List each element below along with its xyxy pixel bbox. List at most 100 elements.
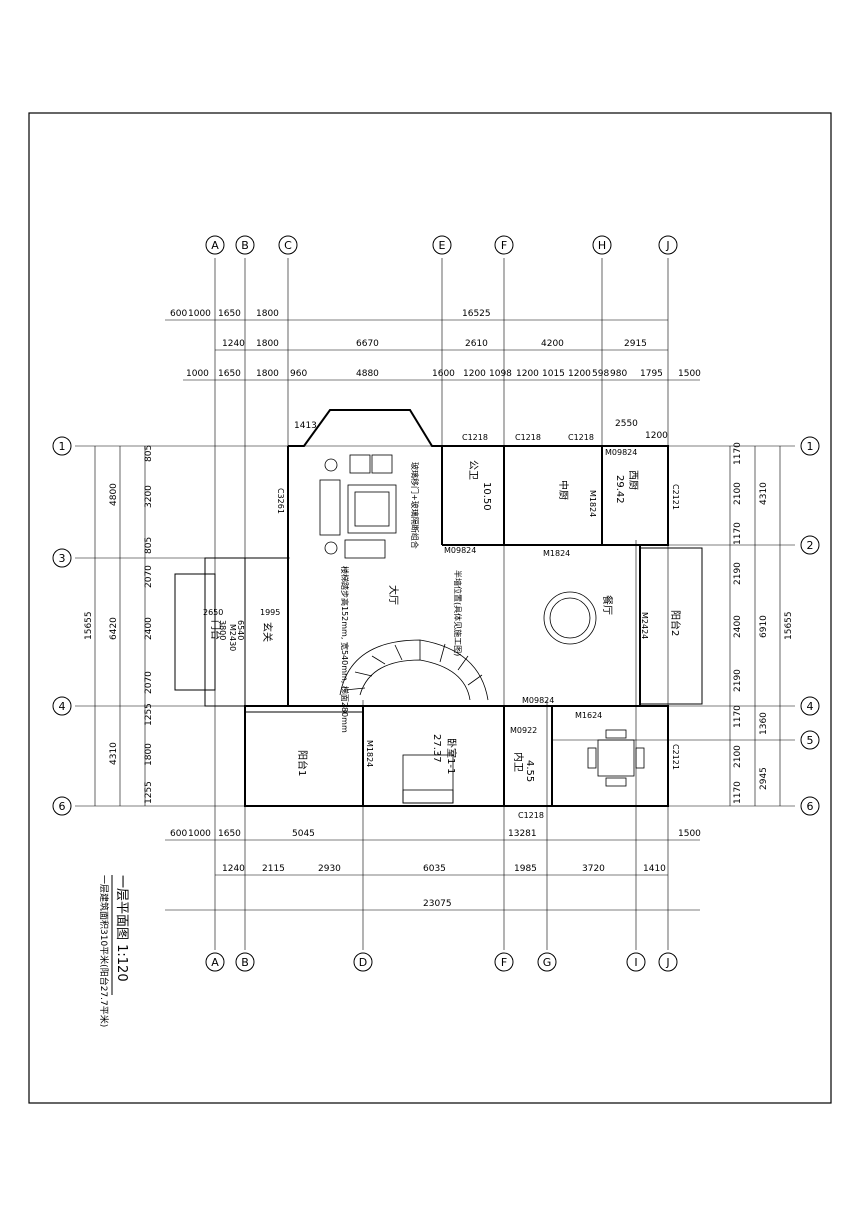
door-code: C1218 (462, 433, 488, 442)
dim-text: 2190 (733, 669, 743, 692)
dim-text: 2115 (262, 864, 285, 874)
dim-text: 598 (592, 369, 609, 379)
dim-text: 2400 (733, 615, 743, 638)
note-stair: 楼梯踏步高152mm, 宽540mm, 梯面280mm (340, 566, 350, 733)
dining-set-right (587, 729, 645, 787)
dim-text: 4800 (109, 483, 119, 506)
dimension-text-top: 600 1000 1650 1800 16525 1240 1800 6670 … (170, 309, 701, 441)
dim-text: 1360 (759, 712, 769, 735)
room-label-entry: 玄关 (261, 622, 274, 642)
dim-text: 805 (144, 537, 154, 554)
door-code: M1824 (365, 740, 374, 767)
dimension-text-bottom: 600 1000 1650 5045 13281 1500 1240 2115 … (170, 829, 701, 909)
axis-label-bottom: D (359, 956, 367, 969)
porch-depth: 3800 (218, 620, 227, 640)
window-code: C2121 (671, 484, 680, 510)
dim-text: 1098 (489, 369, 512, 379)
dim-text: 1800 (256, 369, 279, 379)
dim-text: 1170 (733, 781, 743, 804)
dim-text: 1410 (643, 864, 666, 874)
dim-text: 6420 (109, 617, 119, 640)
dim-text: 2190 (733, 562, 743, 585)
axis-label-right: 4 (807, 700, 814, 713)
dimension-lines-bottom (165, 839, 700, 911)
dim-text: 1650 (218, 369, 241, 379)
spiral-staircase (339, 639, 489, 701)
dim-text: 2400 (144, 617, 154, 640)
dim-text: 1200 (516, 369, 539, 379)
axis-label-top: A (211, 239, 219, 252)
dim-text: 4310 (759, 482, 769, 505)
dim-text: 1170 (733, 705, 743, 728)
dim-text: 1600 (432, 369, 455, 379)
room-label-porch: 门台 (209, 620, 222, 640)
axis-label-top: J (665, 239, 669, 252)
note-glass-door: 玻璃移门+玻璃隔断组合 (410, 462, 420, 549)
dim-text: 5045 (292, 829, 315, 839)
dim-text: 2070 (144, 671, 154, 694)
dim-text: 1200 (645, 431, 668, 441)
dining-table (543, 591, 597, 645)
dim-text: 1650 (218, 309, 241, 319)
axis-label-left: 1 (59, 440, 66, 453)
room-label-public-wc: 公卫 (467, 460, 478, 480)
dimension-text-right: 1170 2100 1170 2190 2400 2190 1170 2100 … (733, 442, 794, 804)
dim-text: 16525 (462, 309, 491, 319)
dim-text: 1255 (144, 781, 154, 804)
axis-label-left: 6 (59, 800, 66, 813)
dim-text: 6035 (423, 864, 446, 874)
room-label-dining: 餐厅 (601, 595, 614, 615)
axis-label-bottom: G (543, 956, 552, 969)
room-label-balcony2: 阳台2 (669, 610, 682, 636)
note-half-height: 半墙位置(具体见施工图) (453, 570, 463, 656)
public-wc-area: 10.50 (481, 482, 492, 511)
dim-text: 1255 (144, 703, 154, 726)
dim-text: 1200 (463, 369, 486, 379)
axis-label-right: 2 (807, 539, 814, 552)
door-code: M09824 (605, 448, 637, 457)
door-code: C3261 (276, 488, 285, 514)
axis-label-bottom: F (501, 956, 507, 969)
dim-text: 4200 (541, 339, 564, 349)
dim-text: 2945 (759, 767, 769, 790)
axis-label-bottom: J (665, 956, 669, 969)
porch-structure (174, 557, 289, 707)
dim-text: 1170 (733, 522, 743, 545)
axis-label-right: 5 (807, 734, 814, 747)
porch-depth-2: 6540 (236, 620, 245, 640)
door-code: C1218 (568, 433, 594, 442)
drawing-title: 一层平面图 1:120 (114, 875, 129, 982)
dim-text: 2930 (318, 864, 341, 874)
dim-text: 1240 (222, 864, 245, 874)
axis-label-top: F (501, 239, 507, 252)
dim-text: 15655 (84, 611, 94, 640)
dim-text: 805 (144, 445, 154, 462)
door-code: M09824 (444, 546, 476, 555)
door-code: M2424 (640, 612, 649, 639)
dim-text: 1800 (256, 339, 279, 349)
door-code: C1218 (518, 811, 544, 820)
dim-text: 600 (170, 829, 187, 839)
dim-text: 2100 (733, 482, 743, 505)
dim-text: 13281 (508, 829, 537, 839)
axis-bubbles-bottom: A B D F G I J (205, 952, 678, 972)
axis-bubbles-right: 1 2 4 5 6 (800, 436, 820, 816)
dim-text: 1000 (188, 829, 211, 839)
room-label-kitchen-west: 西厨 (627, 470, 639, 490)
dim-text: 4880 (356, 369, 379, 379)
inner-wc-area: 4.55 (524, 760, 535, 782)
axis-label-bottom: A (211, 956, 219, 969)
dim-text: 1800 (144, 743, 154, 766)
kitchen-west-area: 29.42 (614, 475, 625, 504)
door-code: M09824 (522, 696, 554, 705)
axis-label-left: 3 (59, 552, 66, 565)
dim-text: 1650 (218, 829, 241, 839)
room-label-bedroom: 卧室1-1 (445, 738, 458, 774)
dim-text: 1200 (568, 369, 591, 379)
dim-text: 15655 (784, 611, 794, 640)
dim-text: 2610 (465, 339, 488, 349)
dim-text: 980 (610, 369, 627, 379)
window-code: C2121 (671, 744, 680, 770)
sheet-frame (28, 112, 832, 1104)
dim-text: 1170 (733, 442, 743, 465)
